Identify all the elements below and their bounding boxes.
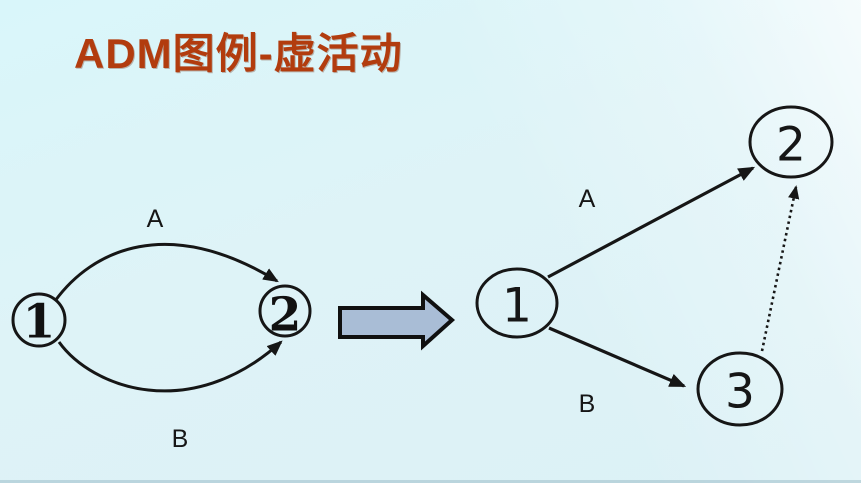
before-diagram: 1 2 A B bbox=[11, 205, 312, 453]
before-node-1-circle bbox=[11, 292, 67, 348]
after-node-3-circle bbox=[696, 351, 784, 427]
before-node-2-label: 2 bbox=[269, 288, 302, 343]
after-node-2-circle bbox=[748, 105, 834, 179]
activity-a-arc bbox=[53, 242, 279, 302]
before-activity-a-label: A bbox=[147, 205, 164, 233]
slide-title: ADM图例-虚活动 bbox=[74, 30, 403, 77]
activity-a-line bbox=[547, 166, 756, 279]
after-diagram: 1 2 3 A B bbox=[475, 105, 834, 427]
dummy-activity-dotted-line bbox=[760, 185, 800, 352]
after-node-3-label: 3 bbox=[725, 365, 755, 420]
after-node-1-circle bbox=[475, 267, 559, 339]
activity-b-line bbox=[548, 326, 687, 388]
before-node-1-label: 1 bbox=[23, 295, 56, 350]
after-node-1-label: 1 bbox=[502, 279, 532, 334]
transform-block-arrow-icon bbox=[338, 290, 456, 351]
after-activity-b-label: B bbox=[579, 390, 596, 418]
before-node-2-circle bbox=[258, 284, 312, 338]
after-activity-a-label: A bbox=[579, 185, 596, 213]
activity-b-arc bbox=[57, 340, 283, 393]
before-activity-b-label: B bbox=[172, 425, 189, 453]
after-node-2-label: 2 bbox=[776, 118, 806, 173]
